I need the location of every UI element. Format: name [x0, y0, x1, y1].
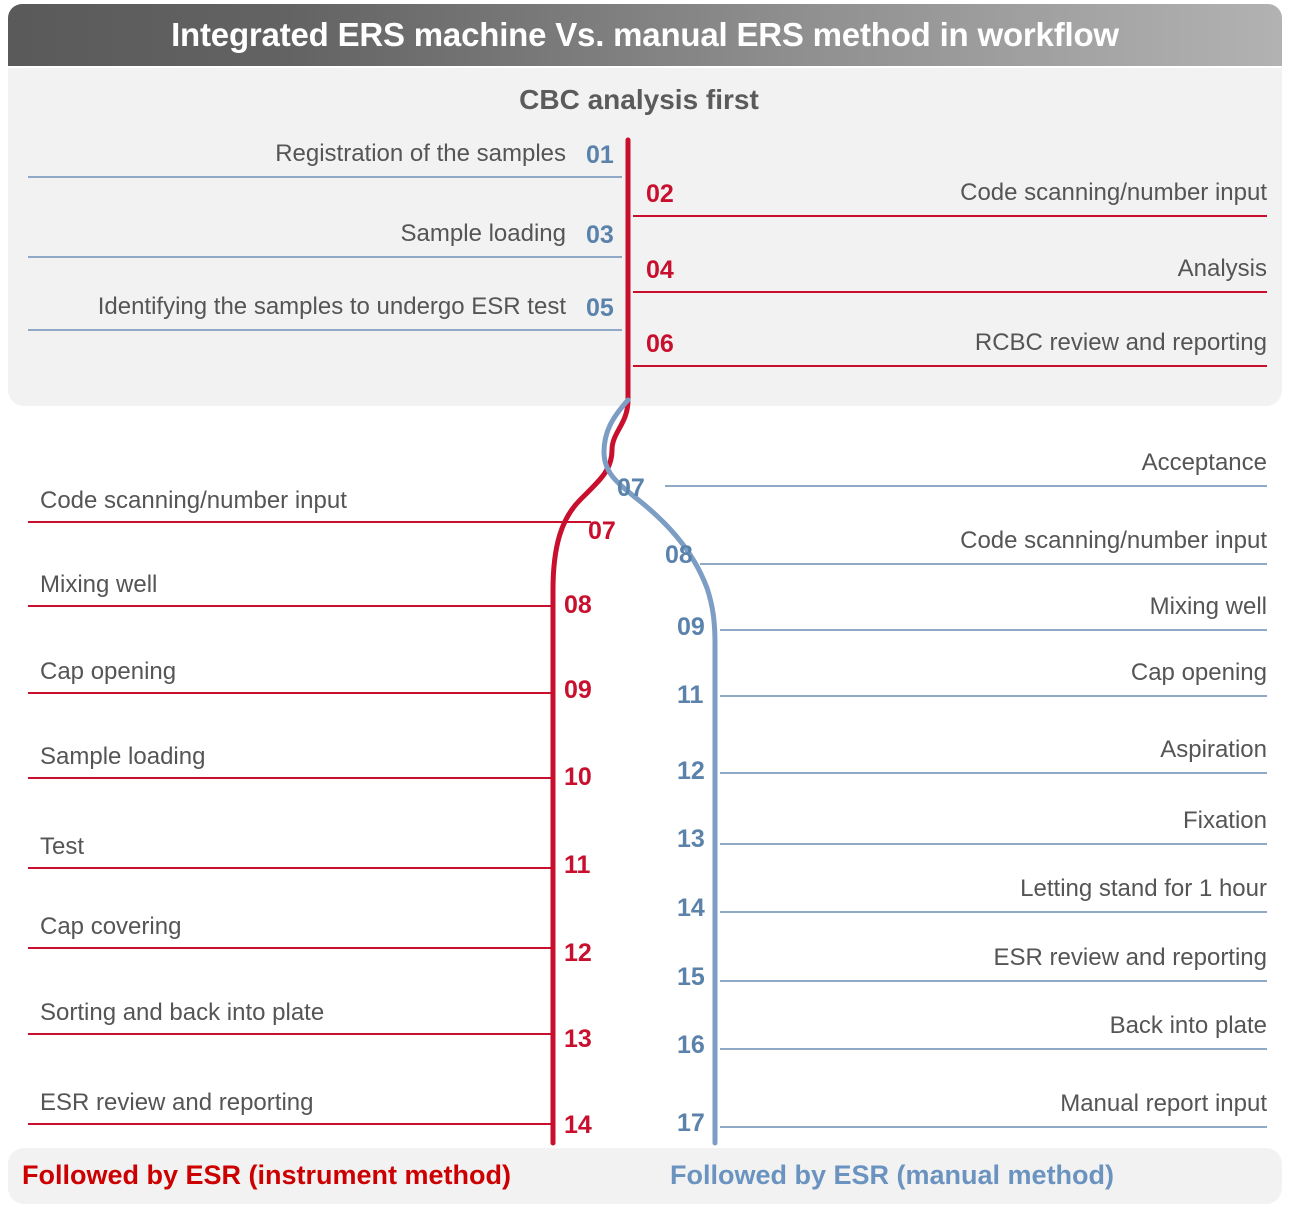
top-left-number-2: 03 [586, 221, 614, 249]
left-branch-rule-2 [28, 605, 553, 607]
left-branch-label-8: ESR review and reporting [40, 1089, 314, 1116]
left-branch-rule-4 [28, 777, 553, 779]
right-branch-number-10: 17 [677, 1109, 705, 1137]
left-branch-rule-5 [28, 867, 553, 869]
left-branch-number-4: 10 [564, 763, 592, 791]
right-branch-label-4: Cap opening [1130, 659, 1267, 686]
top-left-label-3: Identifying the samples to undergo ESR t… [97, 293, 566, 320]
right-branch-number-6: 13 [677, 825, 705, 853]
right-branch-rule-1 [665, 485, 1267, 487]
top-right-number-1: 02 [646, 180, 674, 208]
top-left-number-3: 05 [586, 294, 614, 322]
right-branch-rule-10 [720, 1126, 1267, 1128]
right-branch-number-2: 08 [665, 541, 693, 569]
right-branch-rule-2 [700, 563, 1267, 565]
top-right-rule-1 [633, 215, 1267, 217]
top-right-label-3: RCBC review and reporting [974, 329, 1267, 356]
footer-panel [8, 1148, 1282, 1204]
right-branch-label-3: Mixing well [1149, 593, 1267, 620]
right-branch-number-9: 16 [677, 1031, 705, 1059]
top-left-label-1: Registration of the samples [275, 140, 566, 167]
right-branch-label-6: Fixation [1182, 807, 1267, 834]
right-branch-label-5: Aspiration [1160, 736, 1267, 763]
right-branch-rule-9 [720, 1048, 1267, 1050]
left-branch-rule-1 [28, 521, 591, 523]
left-branch-label-1: Code scanning/number input [40, 487, 347, 514]
left-branch-number-5: 11 [564, 851, 591, 879]
right-branch-rule-7 [720, 911, 1267, 913]
left-branch-rule-7 [28, 1033, 553, 1035]
left-branch-label-5: Test [40, 833, 85, 860]
top-right-number-2: 04 [646, 256, 674, 284]
right-branch-number-1: 07 [617, 474, 645, 502]
left-branch-label-6: Cap covering [40, 913, 182, 940]
right-branch-number-7: 14 [677, 894, 705, 922]
right-branch-label-2: Code scanning/number input [960, 527, 1267, 554]
right-branch-number-5: 12 [677, 757, 705, 785]
right-branch-label-8: ESR review and reporting [993, 944, 1267, 971]
top-left-rule-1 [28, 176, 622, 178]
left-branch-number-2: 08 [564, 591, 592, 619]
left-branch-number-1: 07 [588, 517, 616, 545]
top-right-label-2: Analysis [1177, 255, 1267, 282]
top-right-label-1: Code scanning/number input [960, 179, 1267, 206]
top-left-rule-2 [28, 256, 622, 258]
top-right-rule-2 [633, 291, 1267, 293]
right-branch-number-4: 11 [677, 681, 704, 709]
left-branch-rule-8 [28, 1123, 553, 1125]
right-branch-label-1: Acceptance [1141, 449, 1267, 476]
left-branch-caption: Followed by ESR (instrument method) [22, 1160, 512, 1190]
top-left-number-1: 01 [586, 141, 614, 169]
top-left-label-2: Sample loading [400, 220, 566, 247]
section-heading: CBC analysis first [519, 84, 759, 115]
right-branch-rule-4 [720, 695, 1267, 697]
left-branch-label-2: Mixing well [40, 571, 158, 598]
left-branch-number-8: 14 [564, 1111, 592, 1139]
page-title: Integrated ERS machine Vs. manual ERS me… [171, 16, 1119, 53]
right-branch-number-8: 15 [677, 963, 705, 991]
right-branch-label-7: Letting stand for 1 hour [1020, 875, 1267, 902]
left-branch-label-3: Cap opening [40, 658, 177, 685]
left-branch-label-4: Sample loading [40, 743, 206, 770]
right-branch-caption: Followed by ESR (manual method) [670, 1160, 1115, 1190]
title-bar: Integrated ERS machine Vs. manual ERS me… [8, 4, 1282, 66]
left-branch-number-3: 09 [564, 676, 592, 704]
left-branch-rule-3 [28, 692, 553, 694]
top-section-panel [8, 68, 1282, 406]
right-branch-label-9: Back into plate [1109, 1012, 1267, 1039]
left-branch-number-7: 13 [564, 1025, 592, 1053]
right-branch-label-10: Manual report input [1060, 1090, 1267, 1117]
right-branch-rule-8 [720, 980, 1267, 982]
top-right-rule-3 [633, 365, 1267, 367]
top-right-number-3: 06 [646, 330, 674, 358]
right-branch-rule-6 [720, 843, 1267, 845]
left-branch-number-6: 12 [564, 939, 592, 967]
right-branch-rule-5 [720, 772, 1267, 774]
top-left-rule-3 [28, 329, 622, 331]
left-branch-label-7: Sorting and back into plate [40, 999, 325, 1026]
left-branch-rule-6 [28, 947, 553, 949]
right-branch-rule-3 [720, 629, 1267, 631]
right-branch-number-3: 09 [677, 613, 705, 641]
